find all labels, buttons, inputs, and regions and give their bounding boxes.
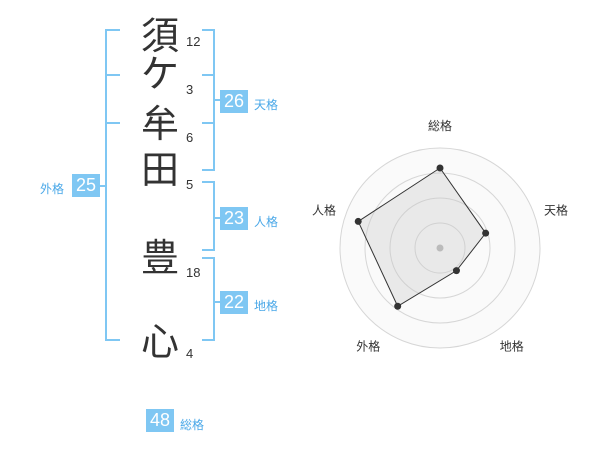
chikaku-label: 地格 xyxy=(254,299,279,313)
radar-axis-label-5: 人格 xyxy=(312,202,336,217)
radar-point-4 xyxy=(394,302,402,310)
stroke-count-1: 12 xyxy=(186,34,201,49)
name-char-2: ケ xyxy=(140,52,179,96)
radar-axis-label-3: 地格 xyxy=(500,339,524,354)
soukaku-label: 総格 xyxy=(180,418,205,432)
stroke-count-6: 4 xyxy=(186,346,194,361)
stroke-count-5: 18 xyxy=(186,265,201,280)
radar-point-1 xyxy=(436,164,444,172)
gaikaku-badge: 25 xyxy=(72,174,101,197)
stroke-count-4: 5 xyxy=(186,177,194,192)
radar-axis-label-1: 総格 xyxy=(428,118,452,133)
name-char-6: 心 xyxy=(140,320,179,364)
jinkaku-label: 人格 xyxy=(254,215,279,229)
radar-axis-label-2: 天格 xyxy=(544,202,568,217)
radar-ring xyxy=(389,197,491,299)
name-char-1: 須 xyxy=(140,14,179,58)
tenkaku-badge: 26 xyxy=(220,90,249,113)
jinkaku-badge: 23 xyxy=(220,207,249,230)
tenkaku-label: 天格 xyxy=(254,98,279,112)
gaikaku-label: 外格 xyxy=(40,182,65,196)
radar-axis-label-4: 外格 xyxy=(356,339,380,354)
stroke-count-3: 6 xyxy=(186,130,194,145)
stroke-count-2: 3 xyxy=(186,82,194,97)
radar-point-3 xyxy=(452,267,460,275)
name-char-5: 豊 xyxy=(140,236,179,280)
radar-ring xyxy=(364,172,516,324)
radar-point-5 xyxy=(354,217,362,225)
name-char-3: 牟 xyxy=(140,102,179,146)
soukaku-badge: 48 xyxy=(146,409,175,432)
radar-ring xyxy=(414,222,466,274)
radar-point-2 xyxy=(482,229,490,237)
chikaku-badge: 22 xyxy=(220,291,249,314)
radar-center xyxy=(436,244,444,252)
name-char-4: 田 xyxy=(140,148,179,192)
